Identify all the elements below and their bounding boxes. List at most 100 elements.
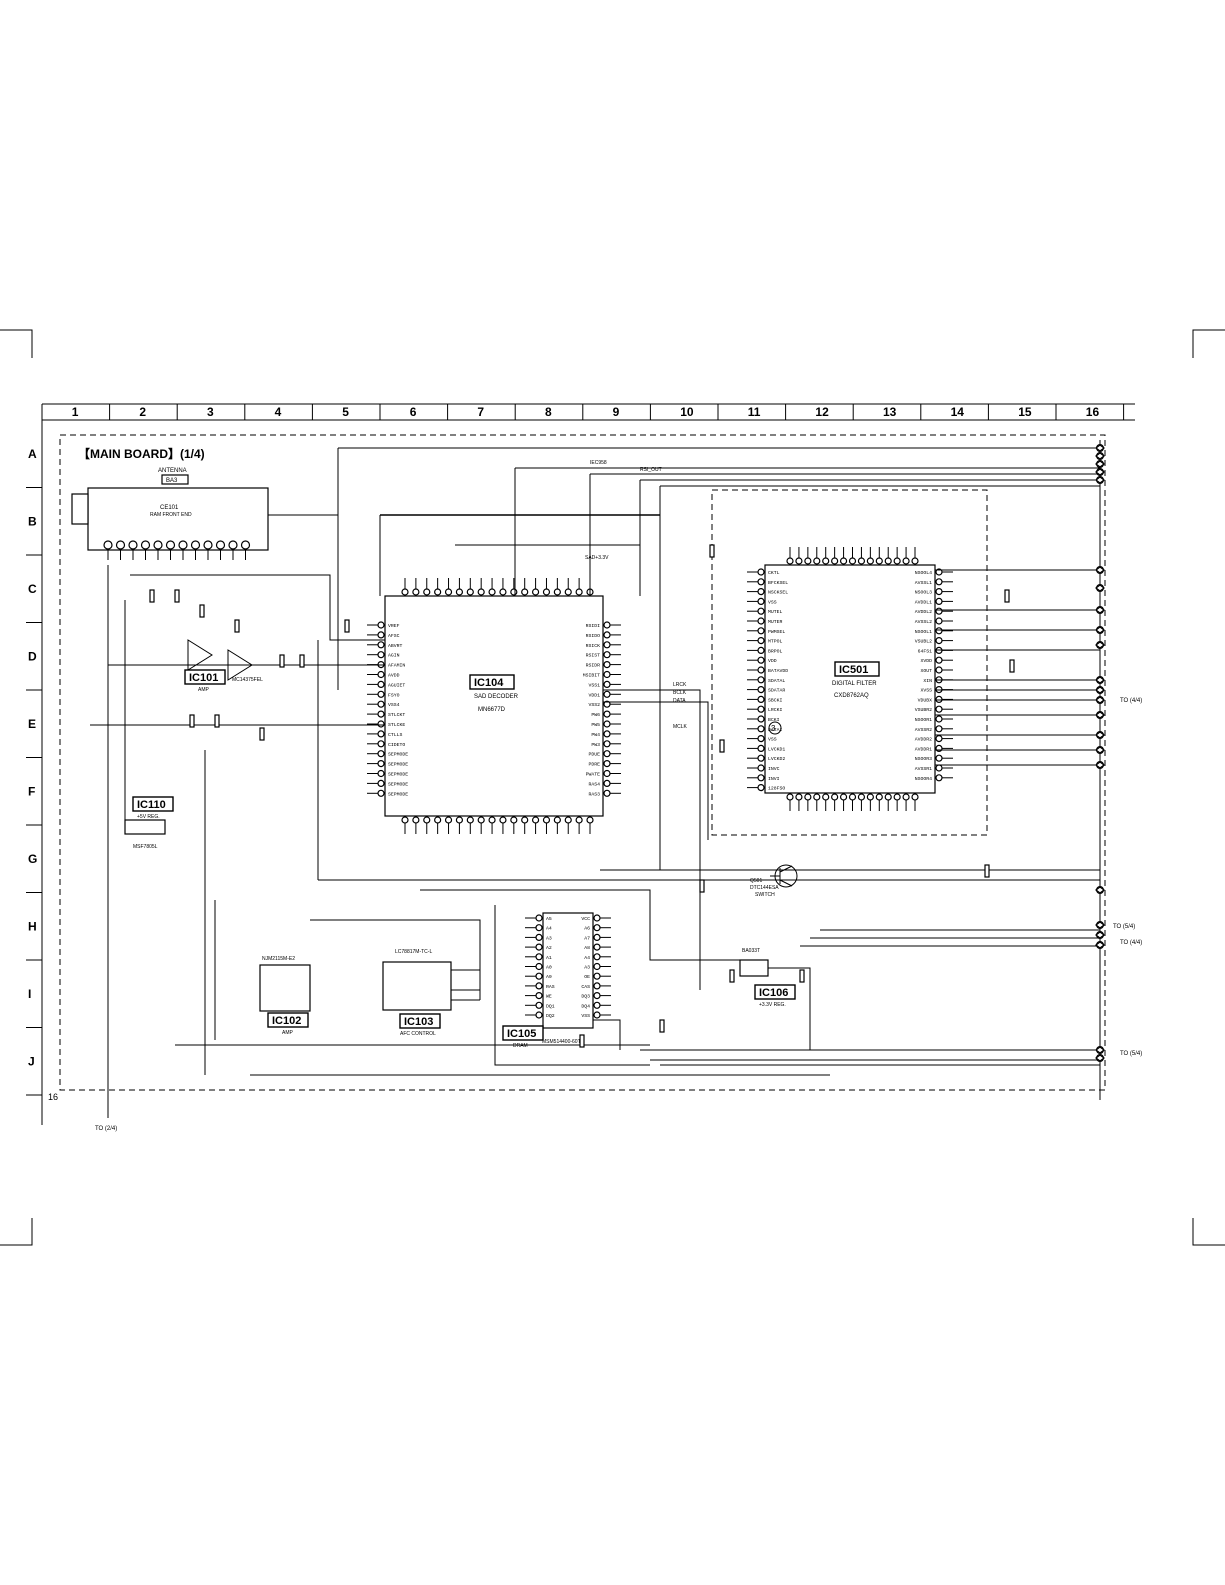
ic102-desc: AMP — [282, 1030, 294, 1036]
pin-label: AVSSL2 — [915, 619, 932, 625]
signal-lrck: LRCK — [673, 682, 687, 688]
pin-label: DQ4 — [581, 1003, 590, 1009]
ic102-amp: NJM2115M-E2 IC102 AMP — [259, 956, 311, 1036]
row-label: G — [28, 852, 37, 866]
pin-label: DQ3 — [581, 994, 590, 1000]
row-label: F — [28, 784, 35, 798]
ic103-ref: IC103 — [404, 1016, 433, 1028]
signal-mclk: MCLK — [673, 724, 688, 730]
pin-label: A7 — [584, 935, 590, 941]
pin-label: 64FS1 — [918, 648, 933, 654]
pin-label: RSICK — [586, 643, 601, 649]
pin-label: AVDDR1 — [915, 746, 932, 752]
pin-label: XIN — [923, 678, 932, 684]
ic104-chip: IC104 SAD DECODER MN6677D VREFAFSCABVRTA… — [367, 578, 621, 834]
pin-label: MSIBIT — [583, 673, 600, 679]
ic501-ref: IC501 — [839, 664, 868, 676]
pin-label: NSCKSEL — [768, 590, 788, 596]
pin-label: STLCKE — [388, 722, 405, 728]
pin-label: VREF — [388, 623, 400, 629]
pin-label: XVDD — [920, 658, 932, 664]
pin-label: CTLLS — [388, 732, 403, 738]
pin-label: VDUBX — [918, 697, 933, 703]
ic103-part: LC78817M-TC-L — [395, 949, 432, 955]
pin-label: LVCKD1 — [768, 746, 785, 752]
pin-label: VDD1 — [588, 692, 600, 698]
connector-to-4b: TO (4/4) — [1120, 940, 1142, 946]
pin-label: A9 — [546, 974, 552, 980]
pin-label: SEPMODE — [388, 762, 408, 768]
pin-label: NSOOL4 — [915, 570, 932, 576]
pin-label: XVSS — [920, 688, 932, 694]
pin-label: PWMSEL — [768, 629, 785, 635]
pin-label: 128FSO — [768, 786, 785, 792]
pin-label: A6 — [584, 926, 590, 932]
pin-label: ABVRT — [388, 643, 403, 649]
wiring — [90, 440, 1101, 1110]
antenna-ref: BA3 — [166, 478, 178, 484]
pin-label: A4 — [584, 955, 590, 961]
ic106-ref: IC106 — [759, 987, 788, 999]
pin-label: SEPMODE — [388, 791, 408, 797]
board-boundary — [59, 434, 1106, 1091]
crop-marks — [0, 329, 1225, 1246]
pin-label: RAS4 — [588, 781, 600, 787]
pin-label: AGIN — [388, 653, 400, 659]
ic501-chip: IC501 DIGITAL FILTER CXD8762AQ CKTLBFCKS… — [747, 547, 953, 811]
pin-label: A2 — [546, 945, 552, 951]
pin-label: RSIDO — [586, 633, 601, 639]
antenna-title: ANTENNA — [158, 468, 187, 474]
antenna-block: ANTENNA BA3 CE101 RAM FRONT END — [71, 468, 269, 560]
pin-label: AVDD — [388, 673, 400, 679]
column-label: 12 — [815, 405, 829, 419]
pin-label: WE — [546, 994, 552, 1000]
ic110-desc: +5V REG. — [137, 814, 160, 820]
pin-label: AFSC — [388, 633, 400, 639]
column-label: 6 — [410, 405, 417, 419]
q501-desc: SWITCH — [755, 892, 775, 898]
pin-label: A4 — [546, 926, 552, 932]
pin-label: CIDETO — [388, 742, 405, 748]
pin-label: FSYO — [388, 692, 400, 698]
right-connectors — [1095, 444, 1105, 1062]
pin-label: BRPOL — [768, 648, 783, 654]
signal-sad33: SAD+3.3V — [585, 555, 609, 561]
column-label: 11 — [748, 405, 761, 419]
pin-label: PW6 — [591, 712, 600, 718]
ic501-desc: DIGITAL FILTER — [832, 681, 877, 687]
ic105-ref: IC105 — [507, 1028, 536, 1040]
pin-label: RAS — [546, 984, 555, 990]
column-label: 1 — [72, 405, 79, 419]
ic110-regulator: IC110 +5V REG. MSF7805L — [124, 796, 174, 850]
column-label: 4 — [275, 405, 282, 419]
pin-label: INVC — [768, 766, 780, 772]
pin-label: NSOOL1 — [915, 629, 932, 635]
pin-label: A3 — [546, 935, 552, 941]
pin-label: MUTER — [768, 619, 783, 625]
pin-label: VSS — [768, 737, 777, 743]
pin-label: VCC — [581, 916, 590, 922]
signal-iec958: IEC958 — [590, 460, 607, 466]
pin-label: AGUIET — [388, 682, 405, 688]
column-label: 8 — [545, 405, 552, 419]
ic106-regulator: BA033T IC106 +3.3V REG. — [739, 948, 796, 1008]
row-label: I — [28, 987, 31, 1001]
pin-label: AVSSL1 — [915, 580, 932, 586]
pin-label: CKTL — [768, 570, 780, 576]
pin-label: BCKI — [768, 717, 780, 723]
antenna-module-desc: RAM FRONT END — [150, 512, 192, 518]
column-label: 5 — [342, 405, 349, 419]
pin-label: PWATE — [586, 772, 601, 778]
row-label: A — [28, 447, 37, 461]
connector-to-5a: TO (5/4) — [1113, 924, 1135, 930]
ic102-ref: IC102 — [272, 1015, 301, 1027]
pin-label: VSS — [768, 599, 777, 605]
pin-label: AVSSR1 — [915, 766, 932, 772]
pin-label: NSOOR1 — [915, 717, 932, 723]
pin-label: SEPMODE — [388, 752, 408, 758]
ic106-part: BA033T — [742, 948, 760, 954]
pin-label: MUTEL — [768, 609, 783, 615]
